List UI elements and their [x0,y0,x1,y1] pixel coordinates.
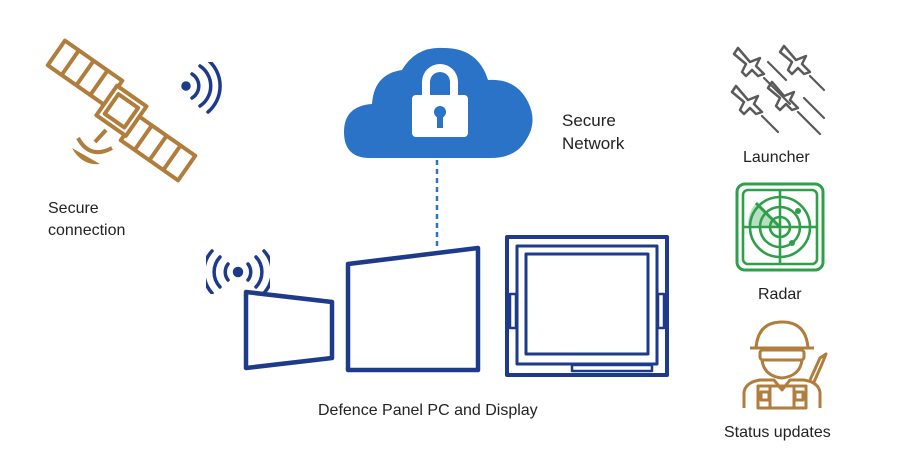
secure-network-label: Secure Network [562,111,625,153]
jets-icon [730,44,826,136]
satellite-icon [45,38,198,183]
secure-connection-label: Secure connection [48,200,126,239]
panel-pc-label: Defence Panel PC and Display [318,402,538,419]
signal-waves-icon [181,62,222,114]
launcher-label: Launcher [743,149,810,166]
radar-label: Radar [758,286,802,303]
panel-pc-medium-icon [345,245,481,373]
soldier-icon [742,320,828,410]
status-updates-label: Status updates [724,424,831,441]
network-link-line [435,160,439,250]
panel-pc-small-icon [243,289,335,371]
radar-icon [735,182,825,272]
cloud-lock-icon [344,47,533,158]
wifi-icon [206,249,270,294]
display-icon [505,235,669,377]
